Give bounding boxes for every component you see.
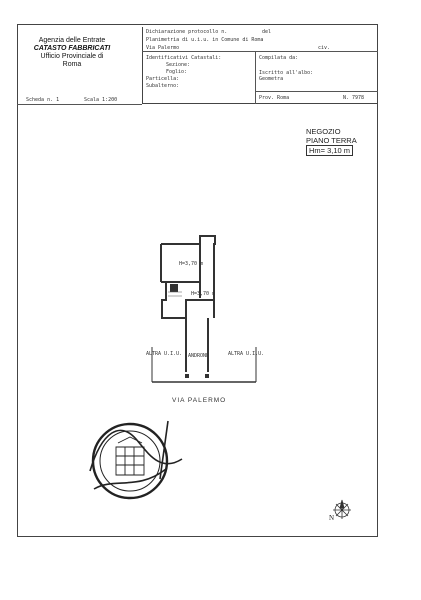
stair-lines xyxy=(168,291,182,297)
foglio-label: Foglio: xyxy=(166,69,188,75)
upper-wall-mid xyxy=(161,244,201,298)
stair-block xyxy=(170,284,178,292)
subalterno-label: Subalterno: xyxy=(146,83,180,89)
office-city: Roma xyxy=(62,61,82,68)
signature xyxy=(89,420,183,490)
office-label: Ufficio Provinciale di xyxy=(40,53,104,60)
unit-note: NEGOZIO PIANO TERRA Hm= 3,10 m xyxy=(306,127,357,156)
upper-wall-right xyxy=(161,235,216,318)
register-number: N. 7978 xyxy=(343,95,365,101)
scheda-top-line xyxy=(17,104,142,105)
compilata-label: Compilata da: xyxy=(259,55,299,61)
identificativi-label: Identificativi Catastali: xyxy=(146,55,222,61)
address-value: Via Palermo xyxy=(146,45,180,51)
header-table xyxy=(142,27,378,104)
lower-room-height: H=3,70 m xyxy=(191,291,216,297)
header-column-divider xyxy=(255,51,256,104)
unit-type: NEGOZIO xyxy=(306,127,341,136)
sheet-frame xyxy=(17,24,378,537)
compass-rose xyxy=(333,499,351,519)
street-label: VIA PALERMO xyxy=(172,397,227,404)
particella-label: Particella: xyxy=(146,76,180,82)
scale-label: Scala 1:200 xyxy=(84,97,118,103)
civ-label: civ. xyxy=(318,45,331,51)
right-neighbor-label: ALTRA U.I.U. xyxy=(228,351,265,357)
unit-height: Hm= 3,10 m xyxy=(306,145,354,156)
prov-divider xyxy=(255,91,378,92)
door-mark-left xyxy=(185,374,189,378)
north-label: N xyxy=(329,514,335,522)
sezione-label: Sezione: xyxy=(166,62,191,68)
planimetria-label: Planimetria di u.i.u. in Comune di Roma xyxy=(146,37,264,43)
iscritto-label: Iscritto all'albo: xyxy=(259,70,314,76)
agency-name: Agenzia delle Entrate xyxy=(38,37,106,44)
catasto-title: CATASTO FABBRICATI xyxy=(33,45,111,52)
upper-room-height: H=3,70 m xyxy=(179,261,204,267)
door-mark-right xyxy=(205,374,209,378)
passage-label: ANDRONE xyxy=(188,353,210,359)
dichiarazione-label: Dichiarazione protocollo n. xyxy=(146,29,228,35)
profession-value: Geometra xyxy=(259,76,284,82)
left-neighbor-label: ALTRA U.I.U. xyxy=(146,351,183,357)
lower-wall xyxy=(161,282,214,319)
official-stamp xyxy=(89,420,183,500)
unit-floor: PIANO TERRA xyxy=(306,136,357,145)
corridor-walls xyxy=(185,318,209,372)
header-divider xyxy=(142,51,378,52)
scheda-label: Scheda n. 1 xyxy=(26,97,60,103)
province-label: Prov. Roma xyxy=(259,95,290,101)
del-label: del xyxy=(262,29,272,35)
agency-block: Agenzia delle Entrate CATASTO FABBRICATI… xyxy=(20,37,124,69)
neighbor-edges xyxy=(151,347,257,382)
